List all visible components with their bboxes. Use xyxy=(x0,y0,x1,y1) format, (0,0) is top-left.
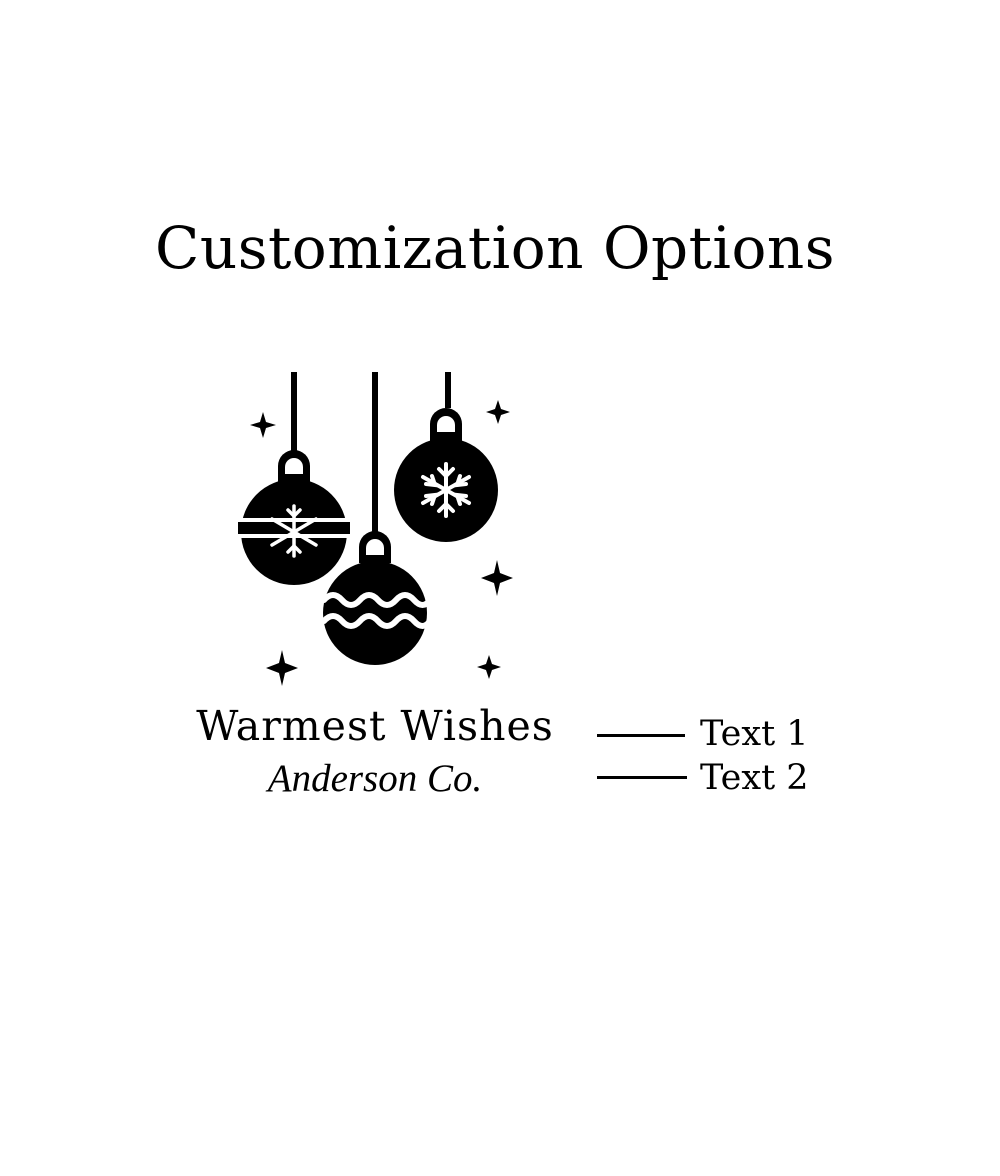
ornament-string-left xyxy=(291,372,297,452)
stamp-text-2: Anderson Co. xyxy=(267,757,483,800)
sparkle-icon xyxy=(486,400,510,424)
ornament-left xyxy=(236,450,352,585)
callout-label-text-2: Text 2 xyxy=(700,758,809,798)
sparkle-icon xyxy=(477,655,501,679)
sparkle-icon xyxy=(250,412,276,438)
sparkle-icon xyxy=(266,650,298,686)
christmas-ornaments-icon xyxy=(236,372,513,686)
ornament-string-right xyxy=(445,372,451,408)
sparkle-icon xyxy=(481,560,513,596)
page-title: Customization Options xyxy=(154,214,836,282)
callout-line-2 xyxy=(597,776,687,779)
ornament-string-middle xyxy=(372,372,378,534)
snowflake-left-icon xyxy=(270,504,318,558)
snowflake-right-icon xyxy=(421,462,471,518)
callout-label-text-1: Text 1 xyxy=(700,714,809,754)
ornament-right xyxy=(394,408,498,542)
stamp-text-1: Warmest Wishes xyxy=(196,702,554,750)
callout-line-1 xyxy=(597,734,685,737)
